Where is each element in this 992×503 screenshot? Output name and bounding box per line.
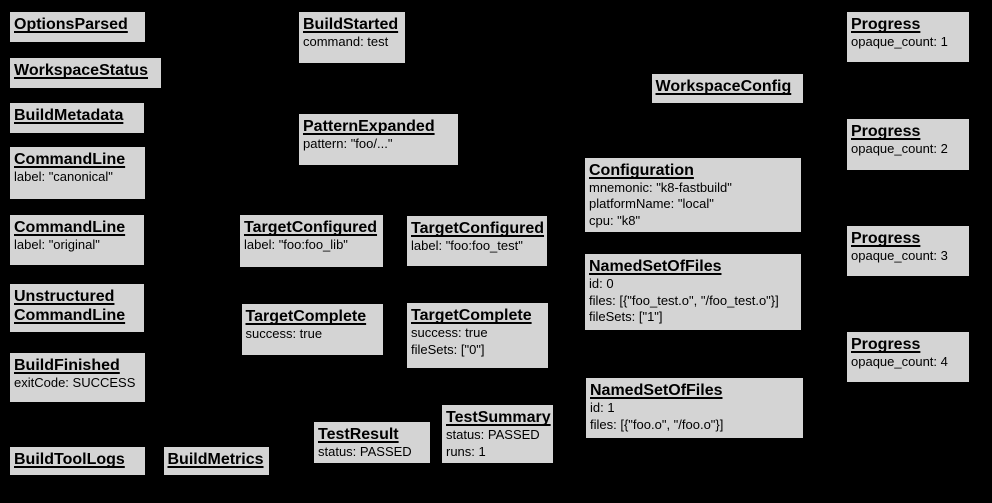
node-attribute: runs: 1	[446, 443, 486, 459]
node-title: Progress	[851, 230, 921, 247]
node-title: BuildStarted	[303, 16, 399, 33]
node-title: CommandLine	[14, 151, 126, 168]
node-title: CommandLine	[14, 307, 126, 324]
node-attribute: command: test	[303, 34, 389, 49]
node-title: NamedSetOfFiles	[590, 382, 723, 399]
node-attribute: opaque_count: 4	[851, 354, 948, 369]
node-title: Progress	[851, 336, 921, 353]
node-attribute: opaque_count: 1	[851, 34, 948, 49]
node-attribute: mnemonic: "k8-fastbuild"	[589, 179, 732, 195]
node-attribute: fileSets: ["0"]	[411, 341, 485, 357]
node-workspace-status: WorkspaceStatus	[10, 57, 161, 88]
node-title: BuildToolLogs	[14, 451, 125, 468]
node-title: TargetConfigured	[244, 219, 378, 236]
node-attribute: cpu: "k8"	[589, 212, 641, 228]
node-title: BuildMetadata	[14, 106, 124, 124]
node-title: WorkspaceStatus	[14, 61, 148, 79]
node-build-metrics: BuildMetrics	[163, 447, 269, 475]
node-title: Progress	[851, 123, 921, 140]
node-attribute: success: true	[411, 325, 488, 340]
node-title: BuildFinished	[14, 356, 120, 374]
node-title: Progress	[851, 16, 921, 33]
node-build-metadata: BuildMetadata	[10, 102, 144, 133]
node-title: TargetConfigured	[411, 219, 545, 237]
node-title: TargetComplete	[411, 307, 532, 324]
node-attribute: opaque_count: 3	[851, 248, 948, 263]
node-title: Configuration	[589, 161, 694, 179]
node-title: WorkspaceConfig	[655, 78, 792, 95]
node-title: OptionsParsed	[14, 15, 128, 33]
node-attribute: id: 1	[590, 400, 615, 415]
node-title: NamedSetOfFiles	[589, 258, 722, 275]
node-title: TestSummary	[446, 409, 551, 426]
node-attribute: status: PASSED	[318, 444, 412, 459]
node-title: CommandLine	[14, 219, 126, 236]
node-options-parsed: OptionsParsed	[10, 11, 145, 42]
node-attribute: success: true	[245, 326, 323, 341]
node-attribute: id: 0	[589, 276, 614, 291]
node-attribute: opaque_count: 2	[851, 141, 948, 156]
node-title: BuildMetrics	[167, 451, 264, 468]
node-title: TargetComplete	[245, 308, 367, 325]
node-title: TestResult	[318, 426, 399, 443]
node-build-tool-logs: BuildToolLogs	[10, 447, 145, 475]
node-attribute: files: [{"foo.o", "/foo.o"}]	[590, 416, 724, 432]
node-attribute: label: "foo:foo_test"	[411, 237, 523, 253]
node-workspace-config: WorkspaceConfig	[651, 74, 803, 103]
node-attribute: pattern: "foo/..."	[303, 136, 393, 151]
node-attribute: files: [{"foo_test.o", "/foo_test.o"}]	[589, 292, 779, 308]
node-attribute: exitCode: SUCCESS	[14, 374, 136, 390]
node-attribute: label: "canonical"	[14, 169, 113, 184]
node-attribute: platformName: "local"	[589, 196, 714, 211]
node-attribute: label: "foo:foo_lib"	[244, 237, 348, 252]
node-attribute: label: "original"	[14, 237, 100, 252]
node-title: Unstructured	[14, 288, 115, 305]
node-attribute: fileSets: ["1"]	[589, 309, 663, 324]
node-attribute: status: PASSED	[446, 427, 540, 442]
node-title: PatternExpanded	[303, 118, 435, 135]
